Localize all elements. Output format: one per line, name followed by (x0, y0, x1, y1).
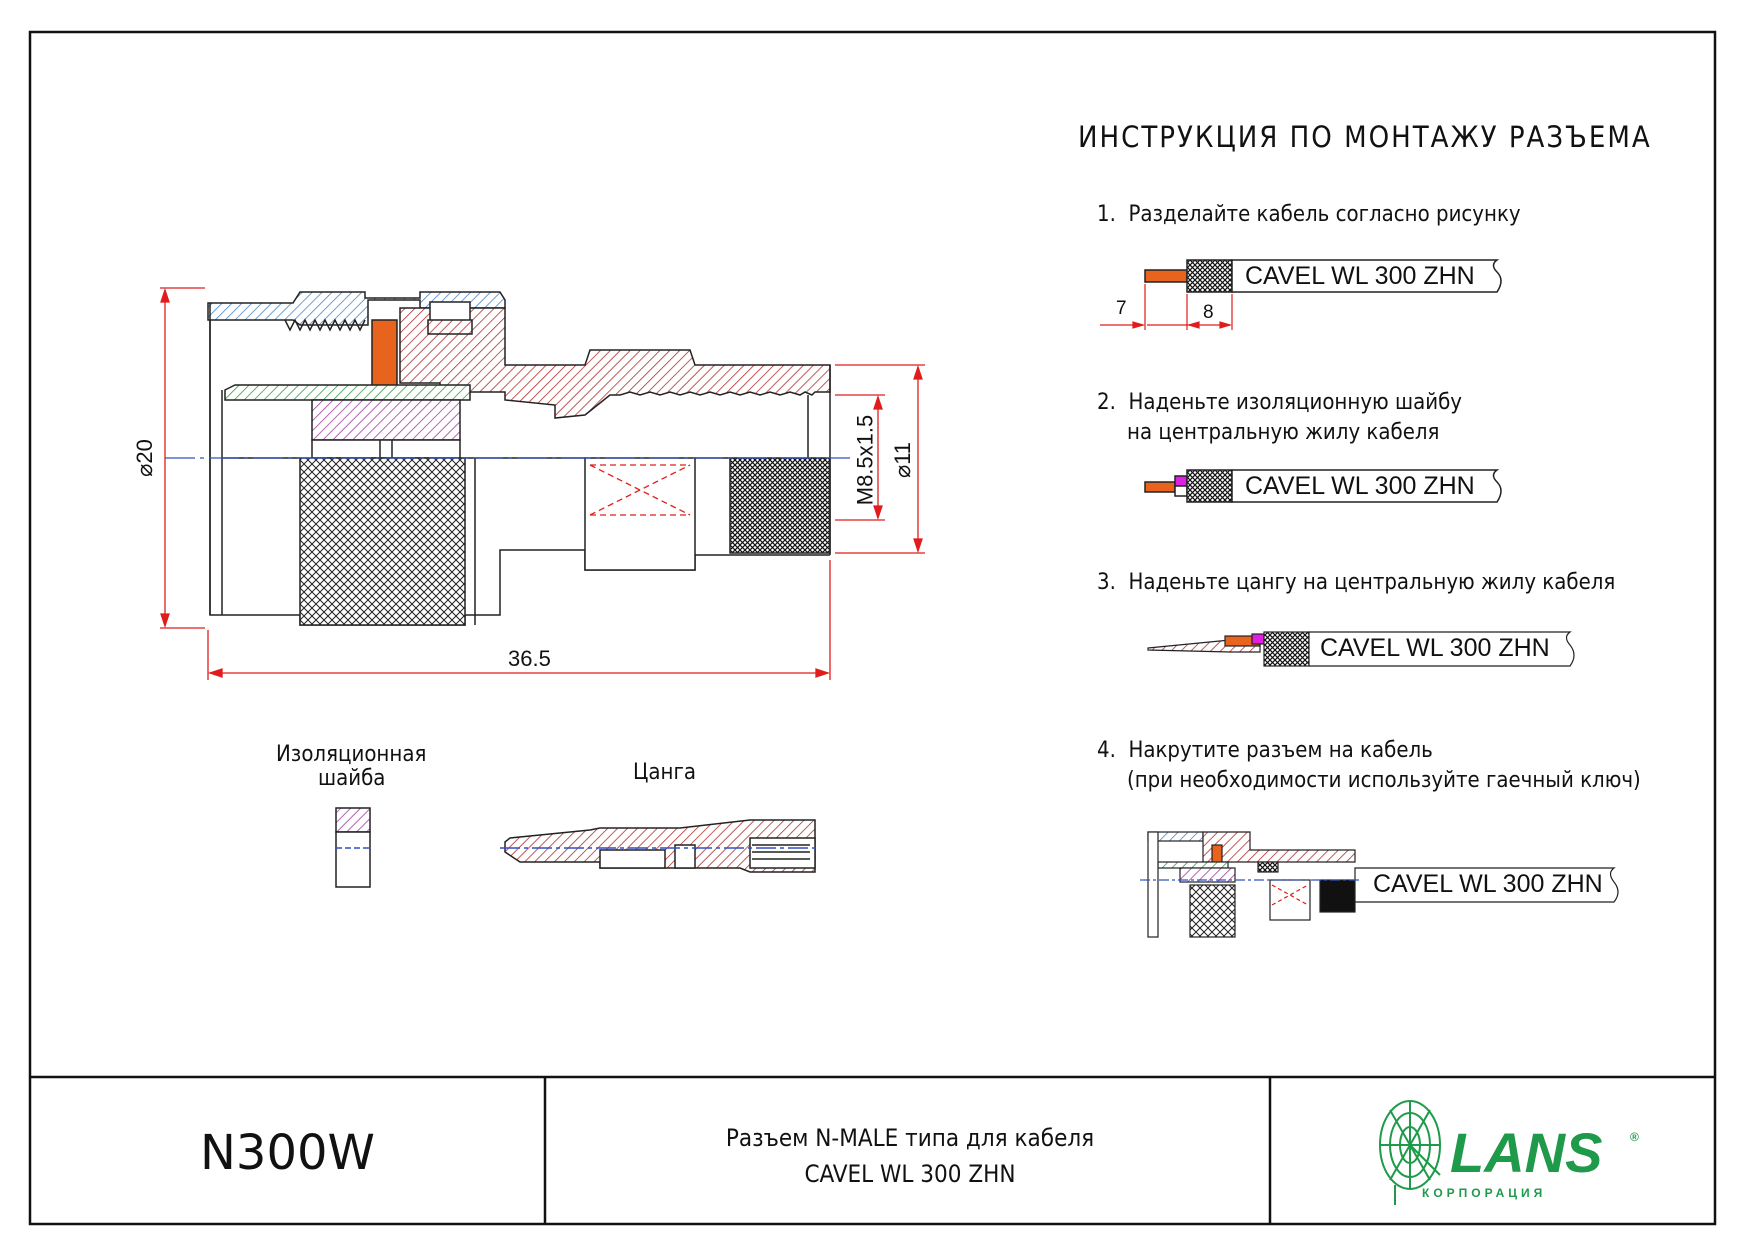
connector-section-drawing (165, 291, 850, 626)
orange-gasket (371, 319, 398, 389)
step1-cable (1144, 259, 1502, 293)
knurled-nut (299, 457, 466, 626)
instructions-title: ИНСТРУКЦИЯ ПО МОНТАЖУ РАЗЪЕМА (1078, 120, 1652, 154)
collet-label: Цанга (633, 760, 696, 785)
step-4-num: 4. (1097, 738, 1116, 763)
step-1: 1. Разделайте кабель согласно рисунку (1097, 202, 1521, 227)
cable-braid (729, 457, 831, 554)
dim-diameter-11: ⌀11 (890, 441, 916, 479)
dim-diameter-20: ⌀20 (131, 439, 157, 477)
product-desc-2: CAVEL WL 300 ZHN (804, 1160, 1016, 1188)
product-code: N300W (200, 1125, 375, 1181)
step1-dimensions (1100, 284, 1233, 330)
lans-logo-text: LANS (1450, 1121, 1603, 1184)
dim-thread: M8.5x1.5 (852, 414, 878, 506)
dimension-lines (160, 287, 925, 680)
step-4-text: Накрутите разъем на кабель (1128, 738, 1433, 763)
washer-label-1: Изоляционная (276, 742, 427, 767)
cable-label-1: CAVEL WL 300 ZHN (1245, 262, 1475, 290)
connector-body-red (399, 307, 831, 419)
lans-logo-sub: КОРПОРАЦИЯ (1422, 1186, 1547, 1200)
collet-section (584, 457, 696, 571)
step-2-text: Наденьте изоляционную шайбу (1128, 390, 1462, 415)
step-1-text: Разделайте кабель согласно рисунку (1128, 202, 1521, 227)
collet-part (500, 819, 820, 873)
product-desc-1: Разъем N-MALE типа для кабеля (725, 1124, 1095, 1152)
cable-label-2: CAVEL WL 300 ZHN (1245, 472, 1475, 500)
strip-dim-a: 7 (1116, 298, 1127, 319)
green-sleeve (224, 384, 471, 401)
washer-label-2: шайба (318, 766, 386, 791)
step-1-num: 1. (1097, 202, 1116, 227)
sheet-frame (28, 30, 1717, 1226)
lans-registered-mark: ® (1630, 1130, 1639, 1144)
cable-label-3: CAVEL WL 300 ZHN (1320, 634, 1550, 662)
step2-cable (1144, 469, 1502, 503)
collet-cross-red (589, 464, 691, 516)
step-2-line2: на центральную жилу кабеля (1127, 420, 1440, 445)
body-window (429, 301, 471, 323)
step-3-num: 3. (1097, 570, 1116, 595)
step-3-text: Наденьте цангу на центральную жилу кабел… (1128, 570, 1616, 595)
coupling-nut-blue (207, 291, 506, 326)
step-4: 4. Накрутите разъем на кабель (1097, 738, 1433, 763)
step-4-line2: (при необходимости используйте гаечный к… (1127, 768, 1641, 793)
lans-dish-logo (1379, 1100, 1441, 1205)
step3-cable (1147, 631, 1575, 667)
purple-insulator (311, 399, 461, 441)
strip-dim-b: 8 (1203, 302, 1214, 323)
step-2-num: 2. (1097, 390, 1116, 415)
step-2: 2. Наденьте изоляционную шайбу (1097, 390, 1462, 415)
dim-length: 36.5 (508, 646, 551, 671)
step4-assembly (1140, 831, 1619, 938)
washer-part (335, 807, 371, 888)
step-3: 3. Наденьте цангу на центральную жилу ка… (1097, 570, 1615, 595)
cable-label-4: CAVEL WL 300 ZHN (1373, 870, 1603, 898)
